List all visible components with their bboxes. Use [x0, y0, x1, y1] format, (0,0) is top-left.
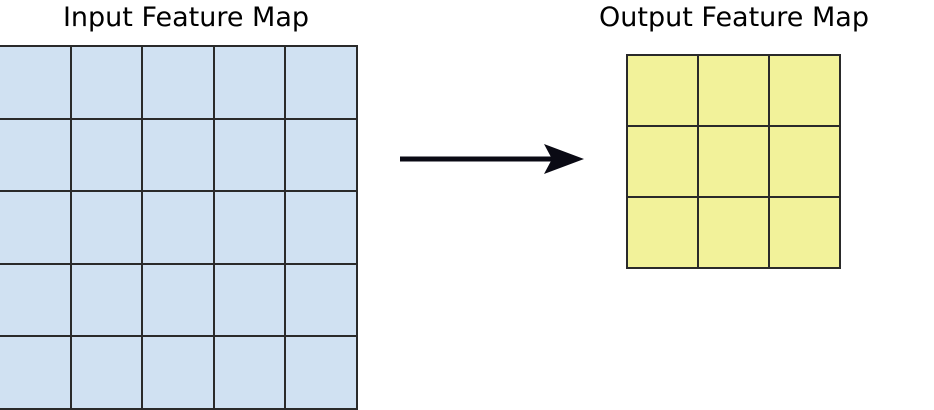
input-feature-map-cell — [143, 192, 213, 263]
output-feature-map-title: Output Feature Map — [599, 2, 869, 33]
input-feature-map-cell — [286, 119, 356, 191]
output-feature-map-cell — [699, 56, 768, 125]
input-feature-map-cell — [0, 264, 70, 336]
input-feature-map-cell — [286, 47, 356, 118]
input-feature-map-cell — [0, 47, 70, 118]
input-feature-map-cell — [71, 119, 142, 191]
input-feature-map-cell — [0, 119, 70, 191]
arrow-head — [544, 144, 584, 174]
input-feature-map-cell — [286, 264, 356, 336]
input-feature-map-cell — [214, 119, 285, 191]
input-feature-map-cell — [71, 192, 142, 263]
output-feature-map-cell — [770, 127, 839, 196]
input-feature-map-cell — [143, 47, 213, 118]
output-feature-map-cell — [628, 198, 697, 267]
input-feature-map-cell — [0, 192, 70, 263]
input-feature-map-cell — [0, 337, 70, 408]
input-feature-map-cell — [143, 337, 213, 408]
output-feature-map-cell — [770, 56, 839, 125]
output-feature-map-cell — [628, 56, 697, 125]
input-feature-map-cell — [71, 264, 142, 336]
input-feature-map-cell — [286, 337, 356, 408]
input-feature-map-cell — [143, 119, 213, 191]
input-feature-map-grid — [0, 45, 358, 410]
output-feature-map-cell — [628, 127, 697, 196]
input-feature-map-cell — [71, 337, 142, 408]
input-feature-map-cell — [214, 47, 285, 118]
output-feature-map-cell — [699, 127, 768, 196]
input-feature-map-cell — [143, 264, 213, 336]
output-feature-map-grid — [626, 54, 841, 269]
output-feature-map-cell — [699, 198, 768, 267]
output-feature-map-cell — [770, 198, 839, 267]
input-feature-map-cell — [214, 192, 285, 263]
input-feature-map-cell — [71, 47, 142, 118]
input-feature-map-title: Input Feature Map — [62, 2, 310, 33]
right-arrow-icon — [400, 144, 584, 174]
input-feature-map-cell — [286, 192, 356, 263]
input-feature-map-cell — [214, 264, 285, 336]
input-feature-map-cell — [214, 337, 285, 408]
